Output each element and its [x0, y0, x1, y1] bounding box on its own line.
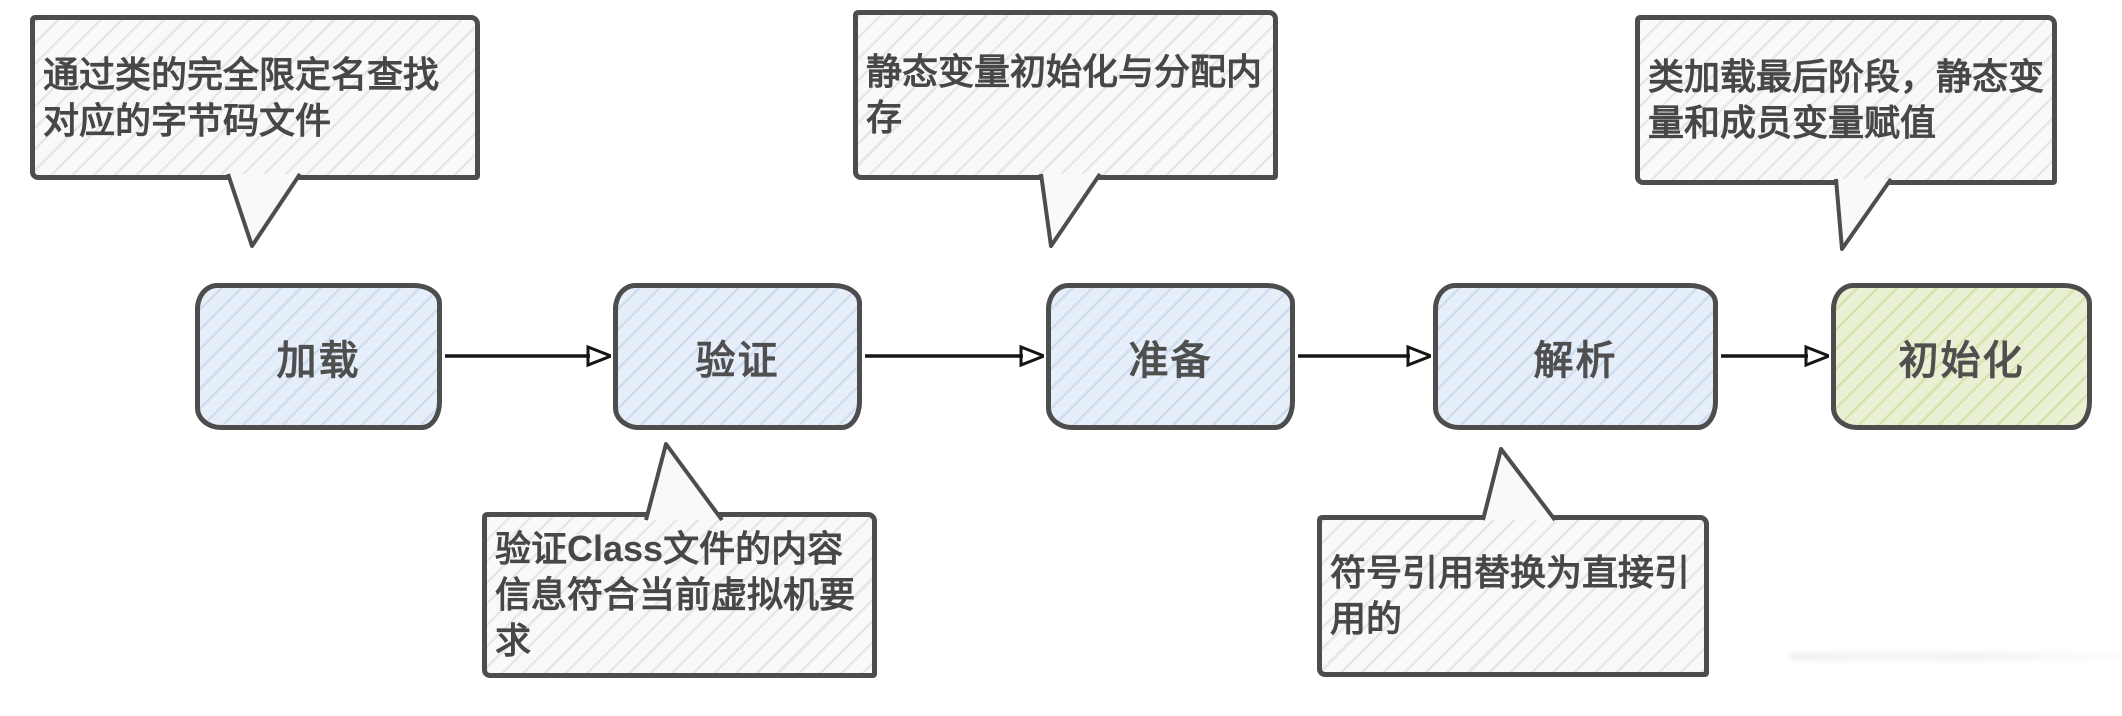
callout-initialization: 类加载最后阶段，静态变量和成员变量赋值 [1635, 15, 2057, 185]
stage-label: 验证 [695, 338, 780, 383]
stage-label: 准备 [1128, 338, 1213, 383]
callout-text: 验证Class文件的内容信息符合当前虚拟机要求 [495, 528, 856, 661]
callout-tail-up-icon [644, 442, 724, 522]
watermark-smudge [1790, 652, 2120, 661]
stage-label: 初始化 [1898, 338, 2025, 383]
flow-arrow-icon [1721, 344, 1829, 368]
flow-arrow-icon [865, 344, 1044, 368]
callout-text: 符号引用替换为直接引用的 [1330, 552, 1691, 639]
stage-box-preparation: 准备 [1046, 283, 1295, 430]
stage-label: 解析 [1533, 338, 1618, 383]
flow-arrow-icon [445, 344, 611, 368]
stage-box-verification: 验证 [613, 283, 862, 430]
callout-text: 通过类的完全限定名查找对应的字节码文件 [43, 53, 440, 141]
callout-resolution: 符号引用替换为直接引用的 [1317, 515, 1709, 677]
stage-box-loading: 加载 [195, 283, 442, 430]
callout-text: 类加载最后阶段，静态变量和成员变量赋值 [1648, 56, 2045, 143]
callout-preparation: 静态变量初始化与分配内存 [853, 10, 1278, 180]
stage-box-initialization: 初始化 [1831, 283, 2092, 430]
stage-box-resolution: 解析 [1433, 283, 1718, 430]
callout-tail-down-icon [1039, 172, 1102, 248]
callout-tail-down-icon [226, 172, 302, 248]
callout-text: 静态变量初始化与分配内存 [866, 51, 1263, 138]
flow-arrow-icon [1298, 344, 1431, 368]
callout-tail-up-icon [1481, 447, 1557, 522]
callout-tail-down-icon [1834, 177, 1893, 251]
stage-label: 加载 [276, 338, 361, 383]
callout-verification: 验证Class文件的内容信息符合当前虚拟机要求 [482, 512, 877, 678]
callout-loading: 通过类的完全限定名查找对应的字节码文件 [30, 15, 480, 180]
